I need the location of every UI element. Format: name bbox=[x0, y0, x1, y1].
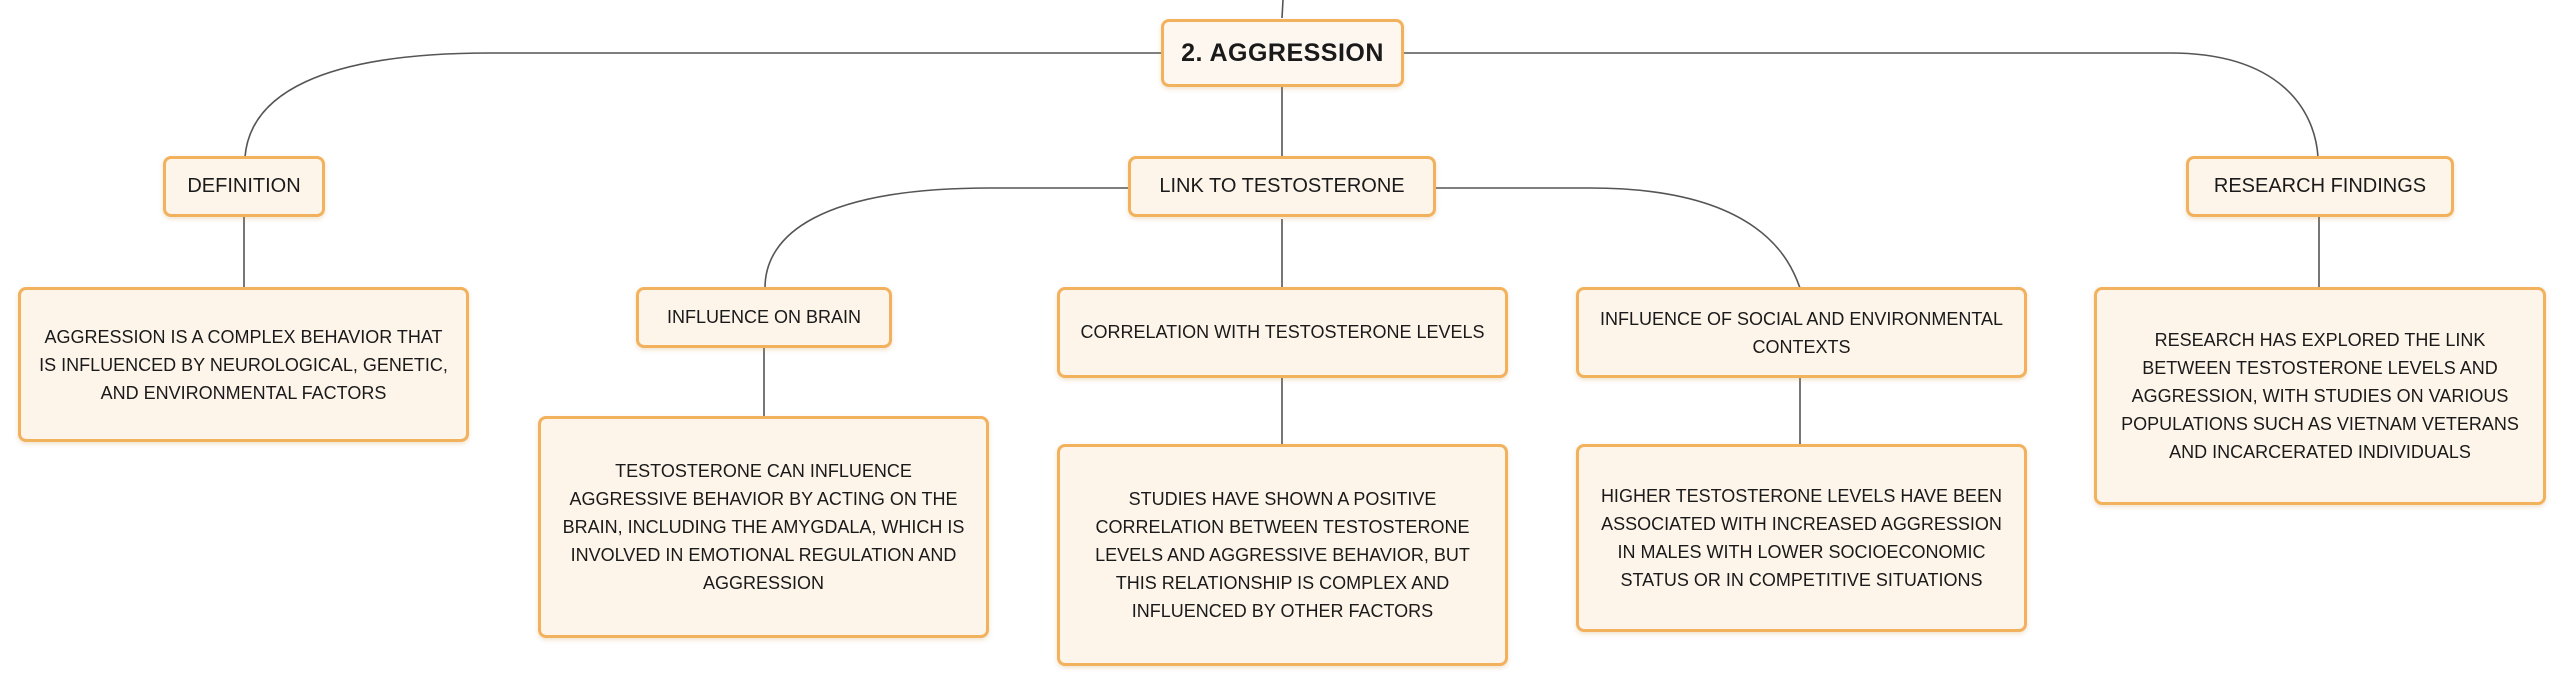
connector-testosterone-to-brain bbox=[764, 187, 1130, 289]
subtopic-social-contexts[interactable]: INFLUENCE OF SOCIAL AND ENVIRONMENTAL CO… bbox=[1576, 287, 2027, 378]
root-node[interactable]: 2. AGGRESSION bbox=[1161, 19, 1404, 87]
connector-parent-stub bbox=[1281, 0, 1284, 19]
subtopic-influence-on-brain[interactable]: INFLUENCE ON BRAIN bbox=[636, 287, 892, 348]
definition-text-node[interactable]: AGGRESSION IS A COMPLEX BEHAVIOR THAT IS… bbox=[18, 287, 469, 442]
definition-text: AGGRESSION IS A COMPLEX BEHAVIOR THAT IS… bbox=[39, 326, 448, 403]
branch-research-label: RESEARCH FINDINGS bbox=[2213, 175, 2427, 197]
subtopic-social-label: INFLUENCE OF SOCIAL AND ENVIRONMENTAL CO… bbox=[1599, 308, 2004, 357]
research-text-node[interactable]: RESEARCH HAS EXPLORED THE LINK BETWEEN T… bbox=[2094, 287, 2546, 505]
subtopic-brain-label: INFLUENCE ON BRAIN bbox=[666, 307, 862, 327]
social-text-node[interactable]: HIGHER TESTOSTERONE LEVELS HAVE BEEN ASS… bbox=[1576, 444, 2027, 632]
root-label: 2. AGGRESSION bbox=[1181, 38, 1384, 67]
connector-root-to-research bbox=[1403, 52, 2319, 158]
branch-research-findings[interactable]: RESEARCH FINDINGS bbox=[2186, 156, 2454, 217]
connector-root-to-definition bbox=[244, 52, 1163, 158]
connector-testosterone-to-social bbox=[1435, 187, 1801, 289]
subtopic-correlation[interactable]: CORRELATION WITH TESTOSTERONE LEVELS bbox=[1057, 287, 1508, 378]
brain-text-node[interactable]: TESTOSTERONE CAN INFLUENCE AGGRESSIVE BE… bbox=[538, 416, 989, 638]
branch-definition-label: DEFINITION bbox=[187, 175, 301, 197]
brain-text: TESTOSTERONE CAN INFLUENCE AGGRESSIVE BE… bbox=[562, 461, 965, 593]
correlation-text-node[interactable]: STUDIES HAVE SHOWN A POSITIVE CORRELATIO… bbox=[1057, 444, 1508, 666]
correlation-text: STUDIES HAVE SHOWN A POSITIVE CORRELATIO… bbox=[1095, 489, 1470, 621]
research-text: RESEARCH HAS EXPLORED THE LINK BETWEEN T… bbox=[2121, 330, 2519, 462]
social-text: HIGHER TESTOSTERONE LEVELS HAVE BEEN ASS… bbox=[1600, 486, 2003, 590]
branch-testosterone-label: LINK TO TESTOSTERONE bbox=[1159, 175, 1405, 197]
branch-link-to-testosterone[interactable]: LINK TO TESTOSTERONE bbox=[1128, 156, 1436, 217]
branch-definition[interactable]: DEFINITION bbox=[163, 156, 325, 217]
subtopic-correlation-label: CORRELATION WITH TESTOSTERONE LEVELS bbox=[1080, 322, 1485, 342]
